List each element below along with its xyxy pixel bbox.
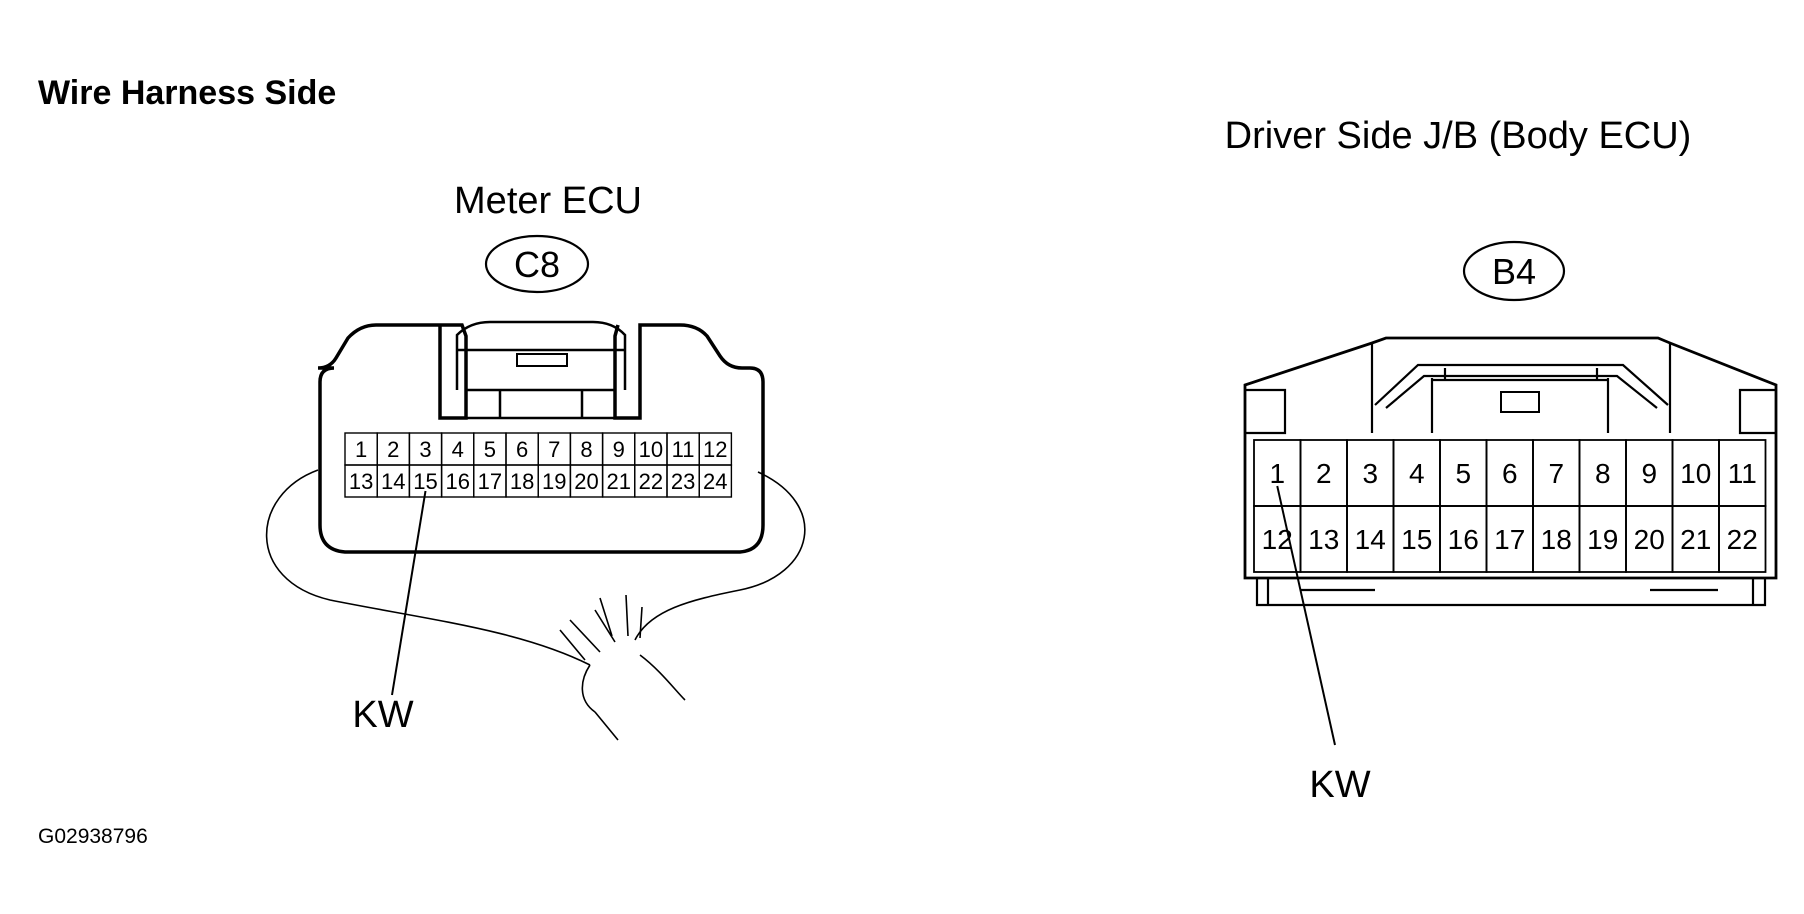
meter-ecu-pin-number: 23: [671, 469, 695, 494]
body-ecu-pin-cell: [1718, 505, 1767, 573]
body-ecu-pin-number: 13: [1308, 524, 1339, 555]
body-ecu-pin-number: 17: [1494, 524, 1525, 555]
body-ecu-pin-number: 16: [1448, 524, 1479, 555]
body-ecu-pin-number: 11: [1728, 458, 1757, 489]
meter-ecu-kw-label: KW: [352, 694, 413, 736]
body-ecu-pin-number: 3: [1362, 458, 1378, 489]
meter-ecu-pin-number: 5: [484, 437, 496, 462]
body-ecu-bottom-rail: [1255, 578, 1767, 607]
meter-ecu-pin-number: 22: [639, 469, 663, 494]
body-ecu-pin-number: 1: [1269, 458, 1285, 489]
body-ecu-code: B4: [1492, 251, 1536, 292]
meter-ecu-pin-number: 8: [580, 437, 592, 462]
meter-ecu-pin-number: 7: [548, 437, 560, 462]
meter-ecu-latch: [455, 320, 627, 420]
body-ecu-pin-number: 19: [1587, 524, 1618, 555]
body-ecu-kw-label: KW: [1309, 764, 1370, 806]
body-ecu-pin-number: 4: [1409, 458, 1425, 489]
meter-ecu-code: C8: [514, 244, 560, 285]
meter-ecu-wire-left: [265, 469, 591, 666]
body-ecu-code-oval: [1462, 240, 1566, 302]
meter-ecu-harness-bundle: [559, 594, 686, 741]
body-ecu-side-blocks: [1245, 343, 1776, 435]
body-ecu-pin-number: 7: [1548, 458, 1564, 489]
meter-ecu-pin-number: 13: [349, 469, 373, 494]
meter-ecu-pin-number: 9: [613, 437, 625, 462]
diagram-title: Wire Harness Side: [38, 74, 336, 112]
meter-ecu-pin-number: 17: [478, 469, 502, 494]
meter-ecu-pin-number: 16: [445, 469, 469, 494]
meter-ecu-pin-number: 4: [452, 437, 464, 462]
meter-ecu-pin-number: 1: [355, 437, 367, 462]
meter-ecu-pin-number: 18: [510, 469, 534, 494]
figure-id: G02938796: [38, 825, 148, 848]
meter-ecu-latch-tab: [516, 353, 568, 367]
meter-ecu-housing: [317, 323, 765, 554]
body-ecu-name: Driver Side J/B (Body ECU): [1225, 115, 1692, 157]
body-ecu-pin-number: 6: [1502, 458, 1518, 489]
meter-ecu-pin-number: 6: [516, 437, 528, 462]
meter-ecu-pin-number: 19: [542, 469, 566, 494]
meter-ecu-pin-number: 12: [703, 437, 727, 462]
meter-ecu-pin-number: 3: [419, 437, 431, 462]
meter-ecu-pin-cell: [698, 464, 733, 498]
meter-ecu-wire-right: [634, 471, 806, 641]
meter-ecu-pin-number: 15: [413, 469, 437, 494]
body-ecu-pin-number: 8: [1595, 458, 1611, 489]
body-ecu-pin-number: 9: [1641, 458, 1657, 489]
meter-ecu-kw-pointer-line: [391, 490, 427, 696]
meter-ecu-pin-number: 24: [703, 469, 727, 494]
meter-ecu-pin-number: 2: [387, 437, 399, 462]
body-ecu-latch-tab: [1500, 391, 1540, 413]
meter-ecu-pin-number: 20: [574, 469, 598, 494]
meter-ecu-pin-number: 14: [381, 469, 405, 494]
meter-ecu-pin-number: 11: [672, 437, 695, 462]
body-ecu-pin-number: 22: [1727, 524, 1758, 555]
meter-ecu-code-oval: [484, 234, 590, 294]
meter-ecu-pin-number: 10: [639, 437, 663, 462]
body-ecu-pin-number: 18: [1541, 524, 1572, 555]
body-ecu-pin-number: 10: [1680, 458, 1711, 489]
body-ecu-latch: [1374, 363, 1669, 433]
body-ecu-pin-number: 5: [1455, 458, 1471, 489]
body-ecu-pin-number: 15: [1401, 524, 1432, 555]
meter-ecu-pin-number: 21: [606, 469, 630, 494]
body-ecu-pin-number: 2: [1316, 458, 1332, 489]
meter-ecu-name: Meter ECU: [454, 180, 642, 222]
body-ecu-kw-pointer-line: [1276, 485, 1336, 746]
body-ecu-pin-number: 14: [1355, 524, 1386, 555]
body-ecu-pin-number: 21: [1680, 524, 1711, 555]
body-ecu-pin-number: 20: [1634, 524, 1665, 555]
